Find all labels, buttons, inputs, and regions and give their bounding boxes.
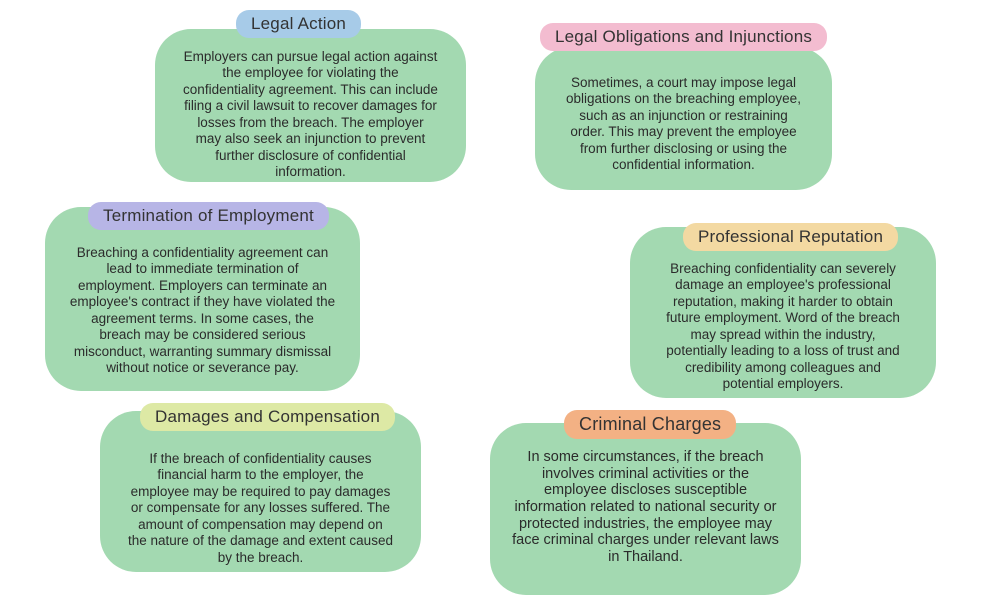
card-criminal-charges: In some circumstances, if the breach inv… bbox=[490, 423, 801, 595]
card-damages-and-compensation: If the breach of confidentiality causes … bbox=[100, 411, 421, 572]
card-title-criminal-charges: Criminal Charges bbox=[564, 410, 737, 439]
card-title-legal-obligations-and-injunctions: Legal Obligations and Injunctions bbox=[540, 23, 828, 51]
card-body-legal-obligations-and-injunctions: Sometimes, a court may impose legal obli… bbox=[566, 75, 801, 173]
card-body-criminal-charges: In some circumstances, if the breach inv… bbox=[512, 449, 779, 566]
card-title-legal-action: Legal Action bbox=[236, 10, 362, 38]
card-professional-reputation: Breaching confidentiality can severely d… bbox=[630, 227, 936, 398]
card-body-legal-action: Employers can pursue legal action agains… bbox=[183, 49, 438, 180]
card-body-professional-reputation: Breaching confidentiality can severely d… bbox=[666, 261, 900, 392]
card-body-damages-and-compensation: If the breach of confidentiality causes … bbox=[128, 451, 393, 565]
card-title-termination-of-employment: Termination of Employment bbox=[88, 202, 329, 230]
card-legal-obligations-and-injunctions: Sometimes, a court may impose legal obli… bbox=[535, 47, 832, 190]
card-legal-action: Employers can pursue legal action agains… bbox=[155, 29, 466, 182]
card-title-professional-reputation: Professional Reputation bbox=[683, 223, 899, 251]
card-body-termination-of-employment: Breaching a confidentiality agreement ca… bbox=[69, 245, 336, 376]
card-title-damages-and-compensation: Damages and Compensation bbox=[140, 403, 395, 431]
card-termination-of-employment: Breaching a confidentiality agreement ca… bbox=[45, 207, 360, 391]
